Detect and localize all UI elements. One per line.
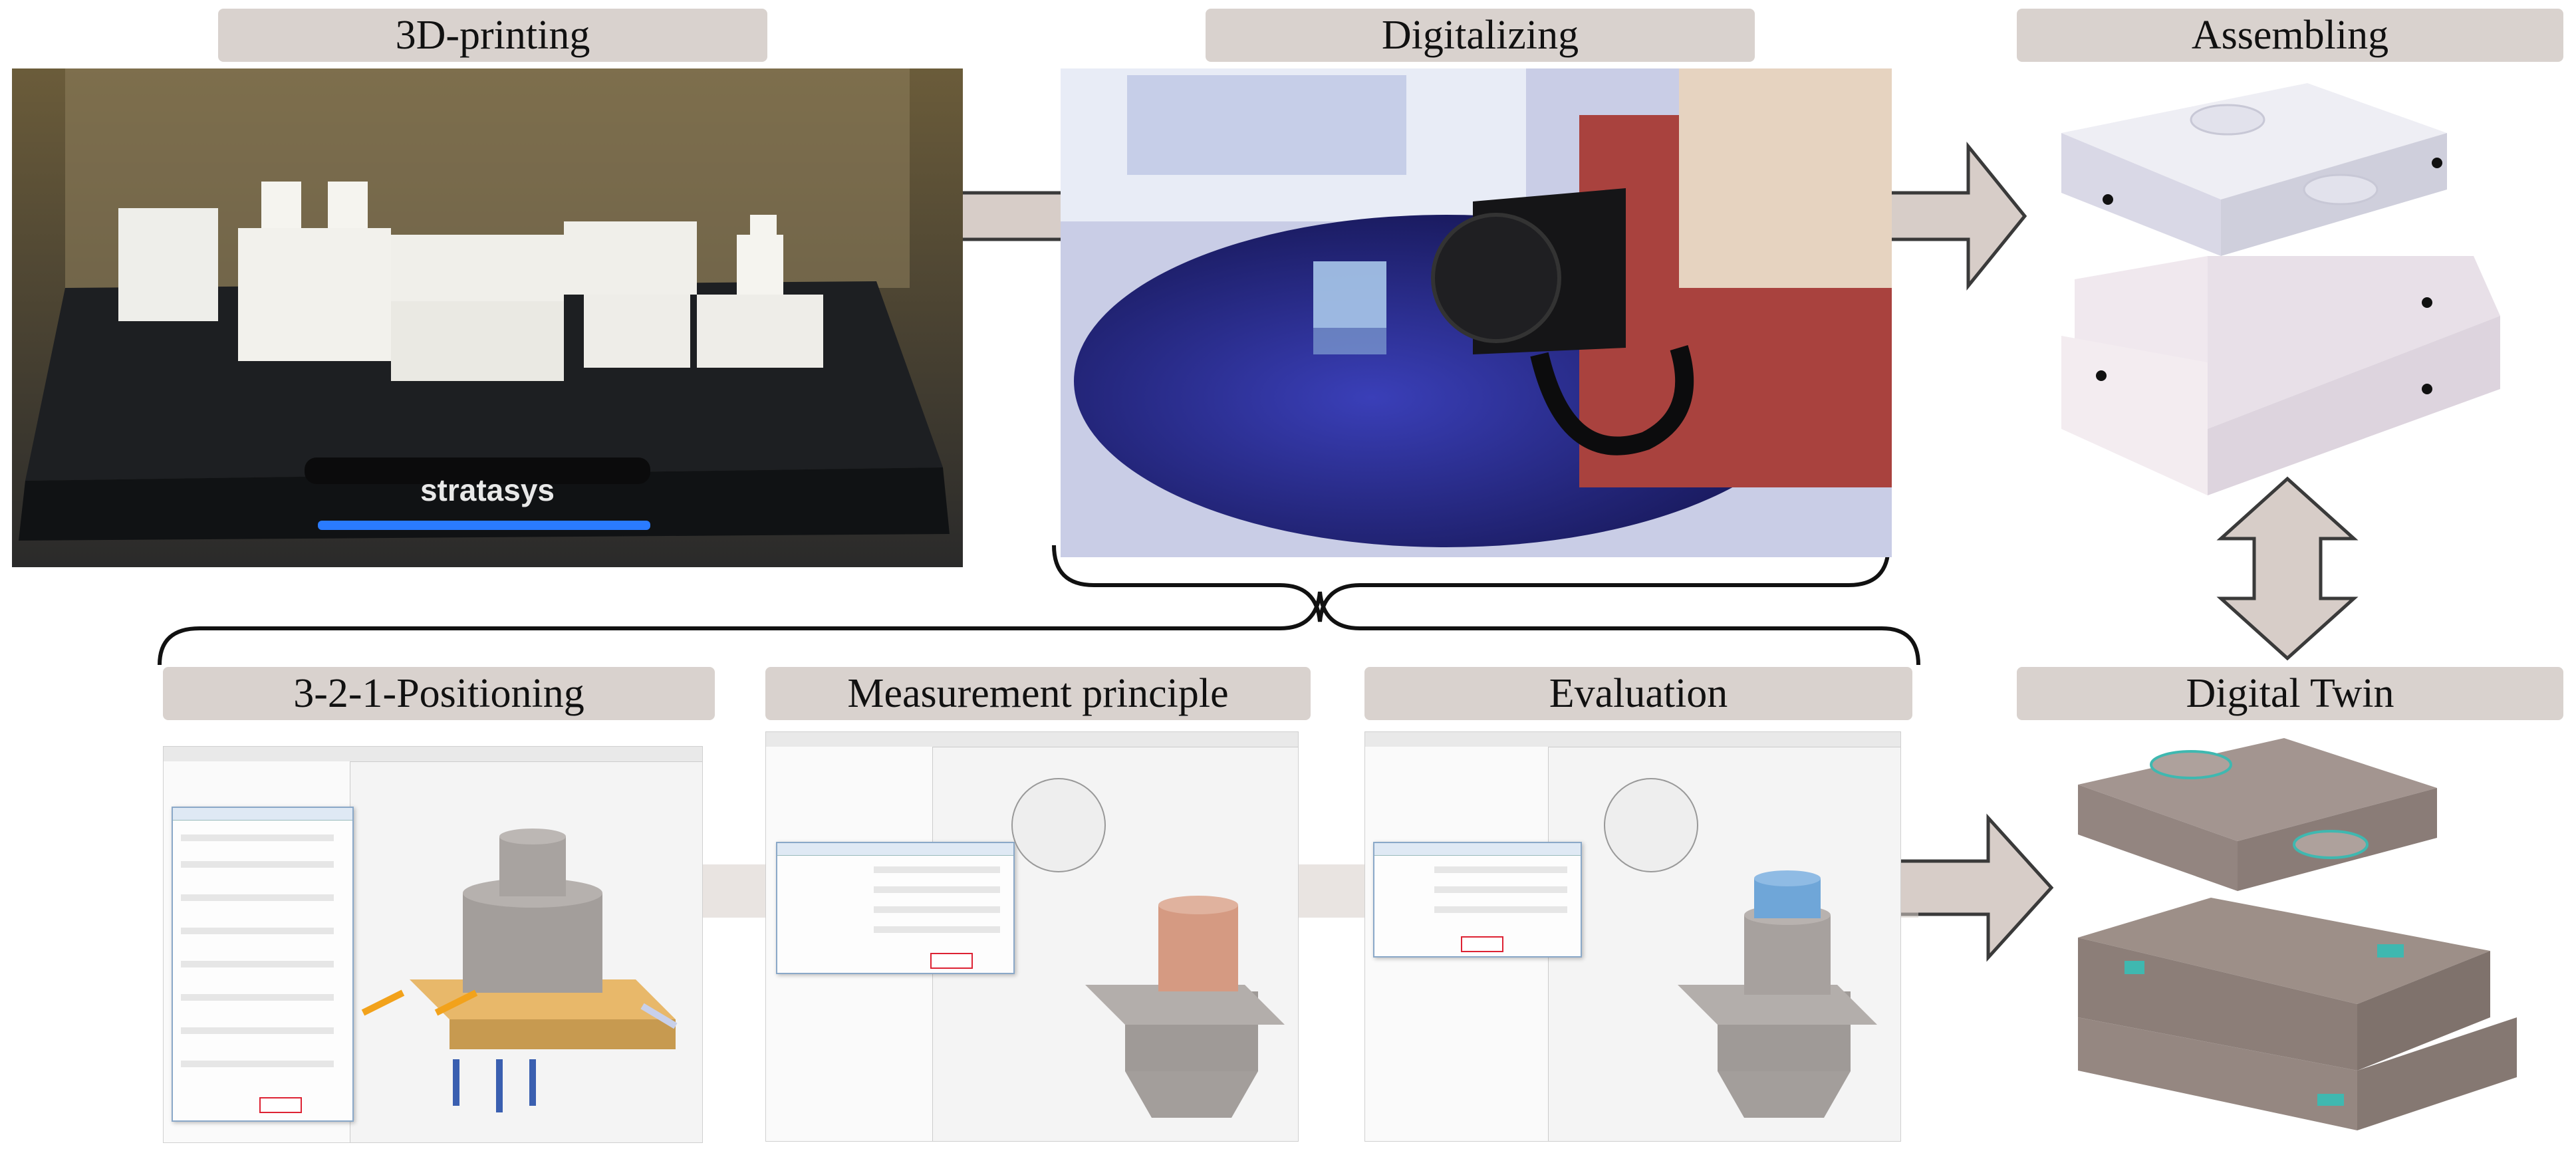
- printed-part: [564, 221, 697, 295]
- printed-part: [391, 235, 564, 301]
- printed-part: [391, 301, 564, 381]
- software-toolbar: [1365, 732, 1900, 747]
- label-3-2-1-positioning: 3-2-1-Positioning: [163, 667, 715, 720]
- label-digitalizing: Digitalizing: [1206, 9, 1755, 62]
- photo-assembled-part: [2055, 83, 2520, 495]
- ok-button[interactable]: [930, 953, 973, 969]
- printed-part: [238, 228, 391, 361]
- label-measurement-principle: Measurement principle: [765, 667, 1311, 720]
- printed-part: [737, 235, 783, 295]
- label-3d-printing: 3D-printing: [218, 9, 767, 62]
- alignment-dialog: [172, 807, 354, 1122]
- screenshot-measurement-principle: [765, 731, 1299, 1142]
- positioning-model: [361, 829, 678, 1112]
- scanner-lens: [1431, 213, 1561, 343]
- printed-part: [261, 182, 301, 228]
- photo-3d-printer: stratasys: [12, 68, 963, 567]
- software-toolbar: [164, 747, 702, 762]
- scanned-object: [1313, 261, 1386, 328]
- measurement-model: [1011, 778, 1285, 1118]
- view-navigation-widget: [1604, 778, 1698, 872]
- printed-part: [584, 295, 690, 368]
- fitting-element-dialog: [776, 842, 1015, 974]
- digital-twin-illustration: [2078, 738, 2517, 1130]
- printer-illustration: stratasys: [12, 68, 963, 567]
- printed-part: [328, 182, 368, 228]
- printer-brand-text: stratasys: [420, 473, 555, 507]
- brace-upper: [1052, 545, 1890, 622]
- ok-button[interactable]: [259, 1097, 302, 1113]
- printed-part: [118, 208, 218, 321]
- digital-twin-model: [2065, 738, 2530, 1144]
- scanner-illustration: [1061, 68, 1892, 557]
- label-evaluation: Evaluation: [1364, 667, 1912, 720]
- assembled-part-illustration: [2061, 83, 2500, 495]
- screenshot-evaluation: [1364, 731, 1901, 1142]
- software-toolbar: [766, 732, 1298, 747]
- printed-part: [697, 295, 823, 368]
- printed-part: [750, 215, 777, 235]
- evaluation-dialog: [1373, 842, 1582, 958]
- double-arrow-assemble-twin: [2216, 476, 2359, 661]
- ok-button[interactable]: [1461, 936, 1503, 952]
- evaluation-model: [1604, 778, 1877, 1118]
- brace-lower: [158, 591, 1920, 666]
- arrow-digitalize-to-assemble: [1880, 141, 2027, 291]
- view-navigation-widget: [1011, 778, 1106, 872]
- screenshot-3-2-1-positioning: [163, 746, 703, 1143]
- photo-3d-scanner: [1061, 68, 1892, 557]
- label-digital-twin: Digital Twin: [2017, 667, 2563, 720]
- label-assembling: Assembling: [2017, 9, 2563, 62]
